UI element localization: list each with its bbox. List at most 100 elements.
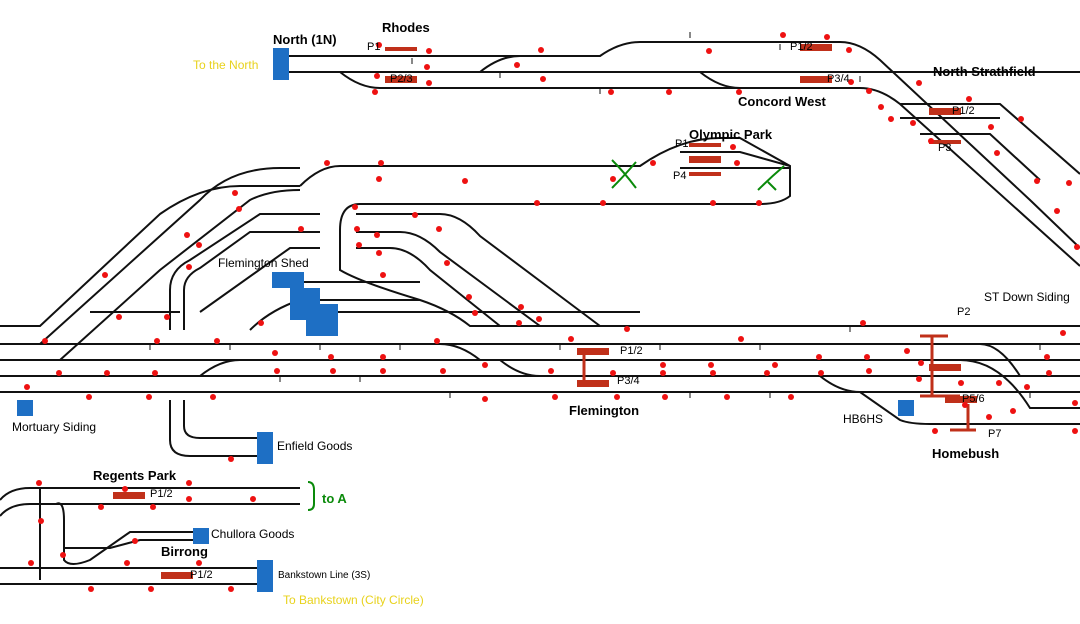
signal[interactable] [866,88,872,94]
signal[interactable] [710,370,716,376]
signal[interactable] [328,354,334,360]
signal[interactable] [250,496,256,502]
signal[interactable] [28,560,34,566]
signal[interactable] [660,370,666,376]
signal[interactable] [274,368,280,374]
signal[interactable] [966,96,972,102]
signal[interactable] [378,160,384,166]
signal[interactable] [236,206,242,212]
signal[interactable] [152,370,158,376]
signal[interactable] [916,80,922,86]
signal[interactable] [298,226,304,232]
signal[interactable] [1072,400,1078,406]
signal[interactable] [426,80,432,86]
signal[interactable] [514,62,520,68]
signal[interactable] [1018,116,1024,122]
signal[interactable] [518,304,524,310]
signal[interactable] [186,496,192,502]
signal[interactable] [482,396,488,402]
signal[interactable] [440,368,446,374]
signal[interactable] [708,362,714,368]
signal[interactable] [88,586,94,592]
signal[interactable] [122,486,128,492]
signal[interactable] [352,204,358,210]
signal[interactable] [962,402,968,408]
signal[interactable] [116,314,122,320]
signal[interactable] [376,250,382,256]
signal[interactable] [210,394,216,400]
signal[interactable] [756,200,762,206]
signal[interactable] [986,414,992,420]
signal[interactable] [1034,178,1040,184]
signal[interactable] [42,338,48,344]
signal[interactable] [444,260,450,266]
signal[interactable] [568,336,574,342]
signal[interactable] [186,480,192,486]
signal[interactable] [1066,180,1072,186]
signal[interactable] [258,320,264,326]
signal[interactable] [462,178,468,184]
signal[interactable] [888,116,894,122]
signal[interactable] [988,124,994,130]
signal[interactable] [1010,408,1016,414]
signal[interactable] [1024,384,1030,390]
signal[interactable] [666,89,672,95]
signal[interactable] [380,272,386,278]
signal[interactable] [376,176,382,182]
signal[interactable] [196,560,202,566]
signal[interactable] [996,380,1002,386]
signal[interactable] [910,120,916,126]
signal[interactable] [354,226,360,232]
signal[interactable] [228,586,234,592]
signal[interactable] [610,370,616,376]
signal[interactable] [186,264,192,270]
signal[interactable] [764,370,770,376]
signal[interactable] [608,89,614,95]
signal[interactable] [36,480,42,486]
signal[interactable] [866,368,872,374]
signal[interactable] [860,320,866,326]
signal[interactable] [816,354,822,360]
signal[interactable] [932,428,938,434]
label-to-a[interactable]: to A [322,491,347,506]
signal[interactable] [536,316,542,322]
signal[interactable] [324,160,330,166]
signal[interactable] [650,160,656,166]
signal[interactable] [380,368,386,374]
signal[interactable] [538,47,544,53]
signal[interactable] [516,320,522,326]
signal[interactable] [660,362,666,368]
signal[interactable] [1044,354,1050,360]
signal[interactable] [848,79,854,85]
signal[interactable] [86,394,92,400]
signal[interactable] [426,48,432,54]
signal[interactable] [436,226,442,232]
signal[interactable] [846,47,852,53]
signal[interactable] [706,48,712,54]
signal[interactable] [916,376,922,382]
signal[interactable] [472,310,478,316]
signal[interactable] [788,394,794,400]
signal[interactable] [824,34,830,40]
signal[interactable] [734,160,740,166]
signal[interactable] [38,518,44,524]
signal[interactable] [214,338,220,344]
signal[interactable] [552,394,558,400]
signal[interactable] [624,326,630,332]
signal[interactable] [1060,330,1066,336]
signal[interactable] [374,73,380,79]
signal[interactable] [380,354,386,360]
signal[interactable] [148,586,154,592]
signal[interactable] [56,370,62,376]
signal[interactable] [124,560,130,566]
signal[interactable] [146,394,152,400]
signal[interactable] [372,89,378,95]
signal[interactable] [600,200,606,206]
signal[interactable] [918,360,924,366]
signal[interactable] [710,200,716,206]
signal[interactable] [994,150,1000,156]
signal[interactable] [818,370,824,376]
signal[interactable] [356,242,362,248]
signal[interactable] [548,368,554,374]
signal[interactable] [614,394,620,400]
